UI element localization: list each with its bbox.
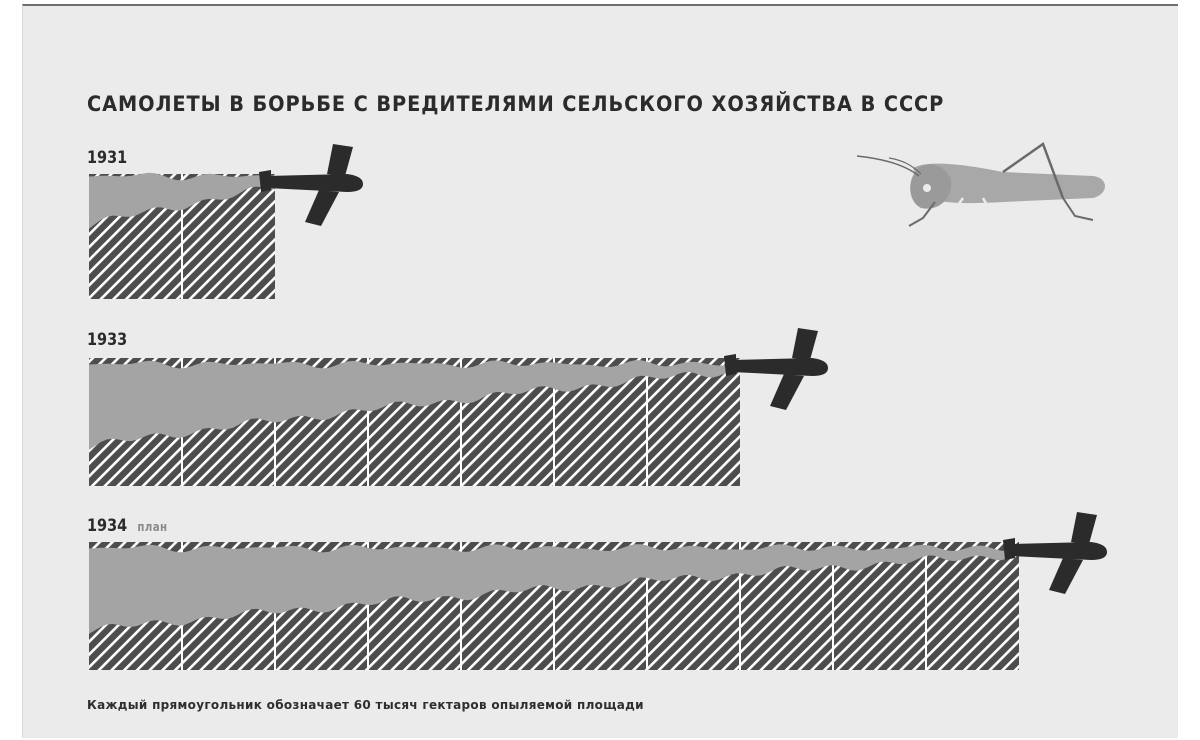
bar-row-1931 — [89, 144, 363, 299]
unit-rect — [926, 542, 1019, 670]
airplane-icon — [1003, 512, 1107, 594]
year-value: 1933 — [87, 330, 128, 350]
year-value: 1934 — [87, 516, 128, 536]
chart — [89, 142, 1107, 670]
grasshopper-icon — [856, 142, 1105, 227]
year-value: 1931 — [87, 148, 128, 168]
spray-cloud — [89, 544, 1019, 634]
unit-footnote: Каждый прямоугольник обозначает 60 тысяч… — [87, 698, 644, 712]
chart-title: САМОЛЕТЫ В БОРЬБЕ С ВРЕДИТЕЛЯМИ СЕЛЬСКОГ… — [87, 92, 945, 116]
bar-row-1934 — [89, 512, 1107, 670]
airplane-icon — [259, 144, 363, 226]
plan-note: план — [137, 520, 168, 534]
year-label-1931: 1931 — [87, 148, 127, 168]
spray-cloud — [89, 172, 275, 229]
year-label-1934: 1934 план — [87, 516, 168, 536]
poster: САМОЛЕТЫ В БОРЬБЕ С ВРЕДИТЕЛЯМИ СЕЛЬСКОГ… — [22, 4, 1178, 738]
spray-cloud — [89, 360, 740, 450]
unit-rect — [647, 358, 740, 486]
bar-row-1933 — [89, 328, 828, 486]
year-label-1933: 1933 — [87, 330, 127, 350]
airplane-icon — [724, 328, 828, 410]
